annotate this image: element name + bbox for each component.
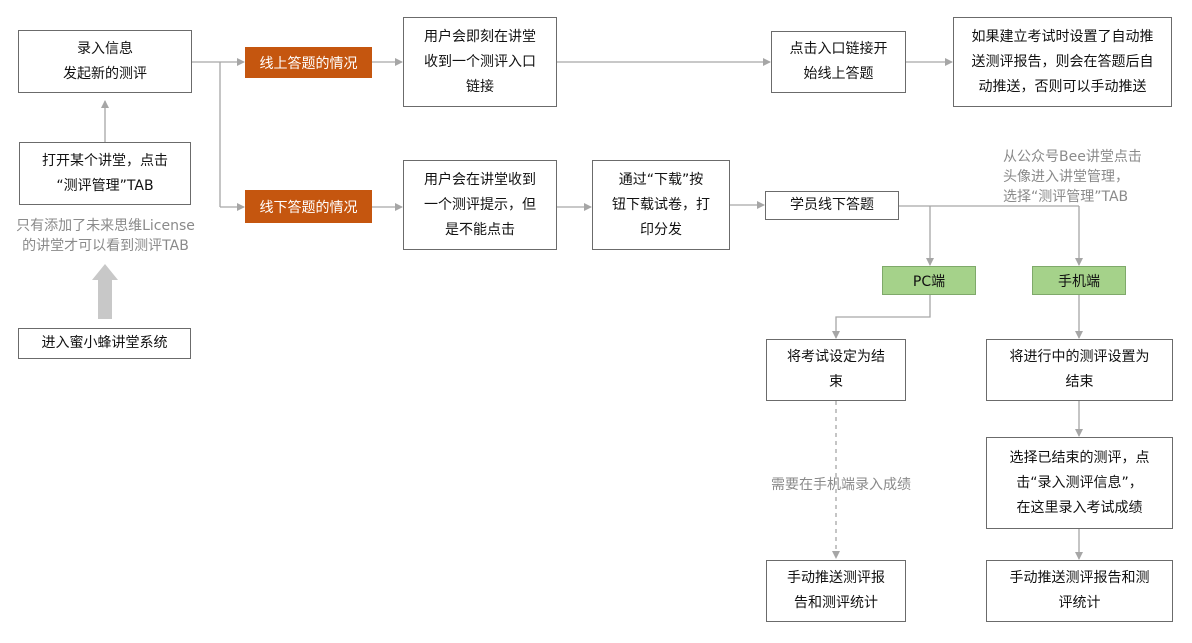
label-online-case: 线上答题的情况 [245,47,372,78]
node-open-lecture: 打开某个讲堂，点击 “测评管理”TAB [19,142,191,205]
note-wechat: 从公众号Bee讲堂点击 头像进入讲堂管理， 选择“测评管理”TAB [1003,149,1142,205]
arrow-pc-to-end [832,295,931,339]
node-online-receive: 用户会即刻在讲堂 收到一个测评入口 链接 [403,17,557,107]
node-enter-system: 进入蜜小蜂讲堂系统 [18,328,191,359]
node-click-link: 点击入口链接开 始线上答题 [771,31,906,93]
node-pc-end: 将考试设定为结 束 [766,339,906,401]
node-download: 通过“下载”按 钮下载试卷，打 印分发 [592,160,730,250]
node-mobile-push: 手动推送测评报告和测 评统计 [986,560,1173,622]
node-student-offline: 学员线下答题 [765,191,899,220]
big-up-arrow-icon [92,264,118,319]
note-license: 只有添加了未来思维License 的讲堂才可以看到测评TAB [16,218,195,254]
node-select-ended: 选择已结束的测评，点 击“录入测评信息”， 在这里录入考试成绩 [986,437,1173,529]
note-need-mobile: 需要在手机端录入成绩 [771,477,911,493]
node-enter-info: 录入信息 发起新的测评 [18,30,192,93]
label-mobile: 手机端 [1032,266,1126,295]
node-pc-push: 手动推送测评报 告和测评统计 [766,560,906,622]
label-pc: PC端 [882,266,976,295]
node-auto-push: 如果建立考试时设置了自动推 送测评报告，则会在答题后自 动推送，否则可以手动推送 [953,17,1172,107]
node-offline-receive: 用户会在讲堂收到 一个测评提示，但 是不能点击 [403,160,557,250]
label-offline-case: 线下答题的情况 [245,190,372,223]
node-mobile-end: 将进行中的测评设置为 结束 [986,339,1173,401]
